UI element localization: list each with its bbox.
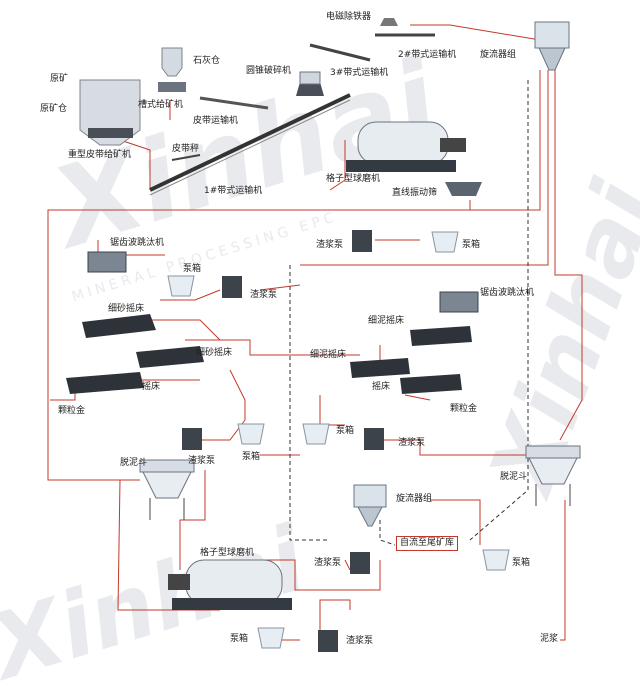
label-table-left: 摇床 — [142, 382, 161, 392]
label-desliming-left: 脱泥斗 — [120, 458, 148, 468]
label-slurry-pump-2: 渣浆泵 — [250, 290, 278, 300]
label-gravity-to-tailings: 自流至尾矿库 — [396, 536, 459, 551]
label-coarse-gold-right: 颗粒金 — [450, 404, 478, 414]
label-coarse-gold-left: 颗粒金 — [58, 406, 86, 416]
label-sawtooth-jig-right: 锯齿波跳汰机 — [480, 288, 535, 298]
label-slurry-pump-3: 渣浆泵 — [188, 456, 216, 466]
label-grate-ball-mill-bottom: 格子型球磨机 — [200, 548, 255, 558]
label-belt-scale: 皮带秤 — [172, 144, 200, 154]
label-raw-ore-bin: 原矿仓 — [40, 104, 68, 114]
label-fine-slime-table-1: 细泥摇床 — [368, 316, 405, 326]
label-desliming-right: 脱泥斗 — [500, 472, 528, 482]
label-slurry-pump-4: 渣浆泵 — [398, 438, 426, 448]
label-cyclone-group-mid: 旋流器组 — [396, 494, 433, 504]
label-grate-ball-mill-top: 格子型球磨机 — [326, 174, 381, 184]
label-trough-feeder: 槽式给矿机 — [138, 100, 184, 110]
label-fine-slime-table-2: 细泥摇床 — [310, 350, 347, 360]
label-pump-box-6: 泵箱 — [230, 634, 249, 644]
label-linear-screen: 直线振动筛 — [392, 188, 438, 198]
label-slurry-pump-1: 渣浆泵 — [316, 240, 344, 250]
label-magnetic-separator: 电磁除铁器 — [326, 12, 372, 22]
label-slurry-pump-6: 渣浆泵 — [346, 636, 374, 646]
label-sawtooth-jig-left: 锯齿波跳汰机 — [110, 238, 165, 248]
label-fine-sand-table-1: 细砂摇床 — [108, 304, 145, 314]
flowsheet-diagram: Xinhai MINERAL PROCESSING EPC Xinhai Xin… — [0, 12, 640, 700]
label-slurry-pump-5: 渣浆泵 — [314, 558, 342, 568]
label-cyclone-group-top: 旋流器组 — [480, 50, 517, 60]
label-slime: 泥浆 — [540, 634, 559, 644]
label-conveyor-3: 3#带式运输机 — [330, 68, 389, 78]
flow-lines — [47, 18, 583, 652]
label-lime-bin: 石灰仓 — [193, 56, 221, 66]
label-cone-crusher: 圆锥破碎机 — [246, 66, 292, 76]
label-pump-box-1: 泵箱 — [462, 240, 481, 250]
label-heavy-apron-feeder: 重型皮带给矿机 — [68, 150, 132, 160]
label-pump-box-4: 泵箱 — [336, 426, 355, 436]
label-conveyor-2: 2#带式运输机 — [398, 50, 457, 60]
label-pump-box-2: 泵箱 — [183, 264, 202, 274]
label-pump-box-3: 泵箱 — [242, 452, 261, 462]
label-fine-sand-table-2: 细砂摇床 — [196, 348, 233, 358]
raw-ore-bin-shape — [79, 79, 141, 146]
label-belt-conveyor: 皮带运输机 — [193, 116, 239, 126]
label-conveyor-1: 1#带式运输机 — [204, 186, 263, 196]
label-raw-ore: 原矿 — [50, 74, 69, 84]
label-table-right: 摇床 — [372, 382, 391, 392]
label-pump-box-5: 泵箱 — [512, 558, 531, 568]
